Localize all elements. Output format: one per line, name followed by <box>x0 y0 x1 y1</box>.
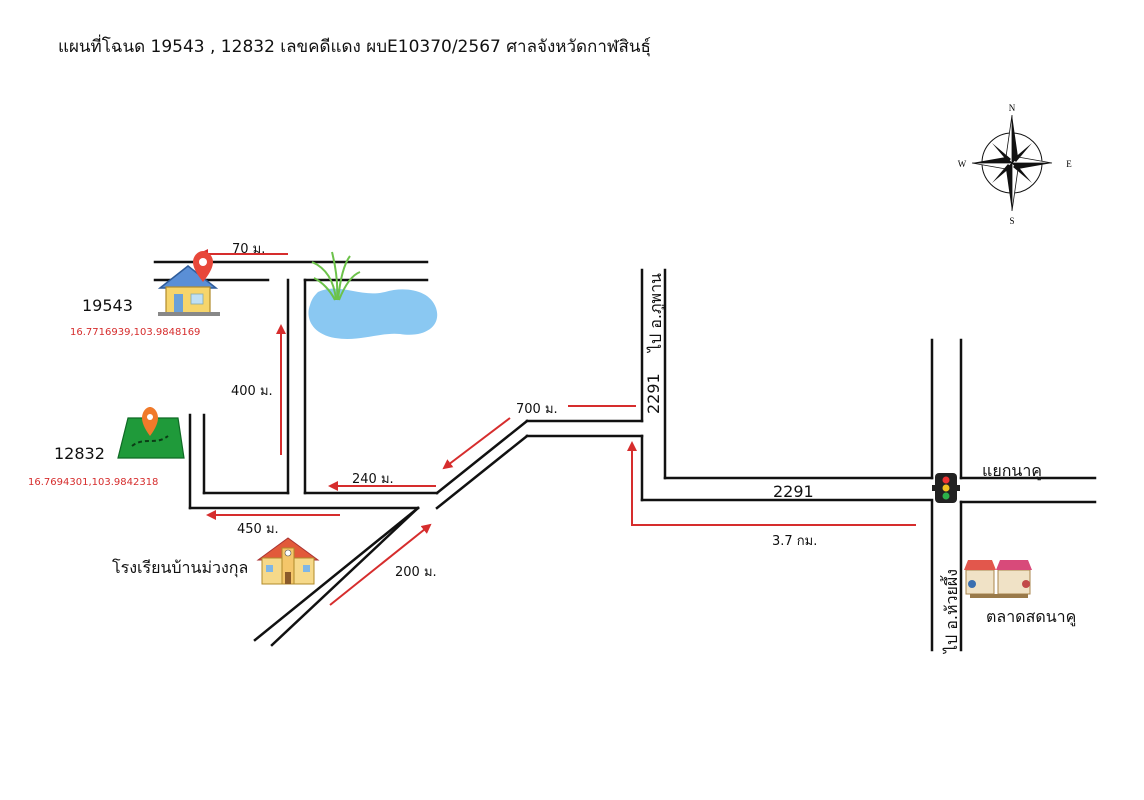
land-plot-pin-icon <box>117 407 185 459</box>
plot-19543-coords: 16.7716939,103.9848169 <box>70 327 201 338</box>
distance-450: 450 ม. <box>237 522 279 537</box>
road-to-huaiphueng-label: ไป อ.ห้วยผึ้ง <box>942 568 961 653</box>
market-label: ตลาดสดนาคู <box>986 607 1077 626</box>
road-to-phuphan-label: ไป อ.ภูพาน <box>646 273 665 352</box>
map-title: แผนที่โฉนด 19543 , 12832 เลขคดีแดง ผบE10… <box>58 37 651 57</box>
compass-w: W <box>958 159 967 169</box>
road-2291-horizontal-label: 2291 <box>773 482 814 501</box>
reed-icon <box>311 251 361 301</box>
distance-3-7km: 3.7 กม. <box>772 534 818 549</box>
house-pin-icon <box>157 251 220 316</box>
distance-240: 240 ม. <box>352 472 394 487</box>
compass-e: E <box>1066 159 1072 169</box>
plot-12832-id: 12832 <box>54 444 105 463</box>
arrow-700 <box>442 417 511 470</box>
road-diagonal-lower-2 <box>270 506 420 647</box>
plot-12832-coords: 16.7694301,103.9842318 <box>28 477 159 488</box>
traffic-light-icon <box>932 473 960 503</box>
school-label: โรงเรียนบ้านม่วงกุล <box>112 558 249 577</box>
road-diagonal-upper-b <box>435 434 529 510</box>
distance-400: 400 ม. <box>231 384 273 399</box>
compass-s: S <box>1009 216 1014 226</box>
arrow-37km <box>627 441 916 526</box>
school-icon <box>256 537 320 585</box>
distance-200: 200 ม. <box>395 565 437 580</box>
road-diagonal-lower <box>253 506 420 642</box>
distance-arrows <box>198 249 916 606</box>
compass-n: N <box>1009 103 1016 113</box>
road-diagonal-upper <box>435 419 529 495</box>
road-2291-vertical-label: 2291 <box>644 373 663 414</box>
market-icon <box>964 560 1032 598</box>
arrow-200 <box>329 523 432 606</box>
pond-icon <box>308 288 438 339</box>
distance-70: 70 ม. <box>232 242 266 257</box>
road-network <box>153 260 1097 652</box>
compass-rose-icon: N S E W <box>958 103 1073 226</box>
distance-700: 700 ม. <box>516 402 558 417</box>
junction-label: แยกนาคู <box>982 461 1042 480</box>
plot-19543-id: 19543 <box>82 296 133 315</box>
